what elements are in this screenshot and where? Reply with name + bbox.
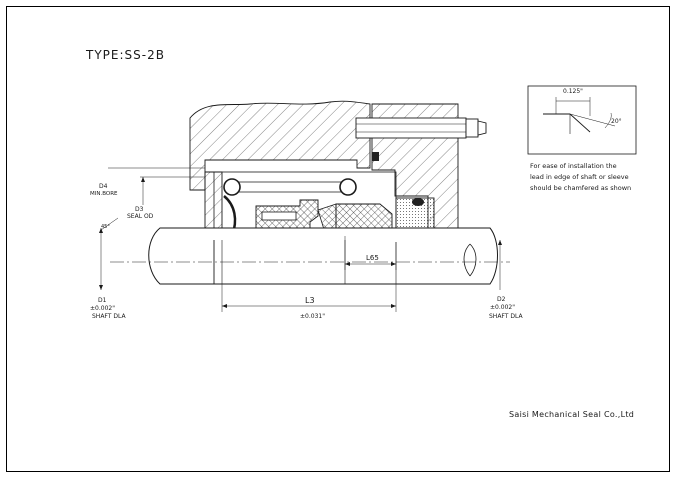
chamfer-note-line-3: should be chamfered as shown (530, 184, 632, 192)
shaft (148, 227, 498, 285)
d3-sub-label: SEAL OD (127, 213, 154, 220)
d2-tolerance: ±0.002" (490, 304, 515, 311)
housing-gasket (372, 152, 379, 161)
chamfer-note-line-1: For ease of installation the (530, 162, 617, 170)
angle-45-label: 45° (101, 224, 110, 230)
seal-face-insert (261, 211, 297, 221)
l3-tolerance: ±0.031" (300, 313, 325, 320)
l65-label: L65 (366, 254, 379, 262)
dimension-arrows (99, 177, 502, 308)
drawing-title: TYPE:SS-2B (86, 48, 165, 62)
dimension-lines (100, 167, 501, 312)
chamfer-angle: 20° (611, 118, 622, 125)
seat-o-ring (412, 198, 424, 206)
d4-label: D4 (99, 183, 108, 190)
chamfer-dim: 0.125" (563, 88, 583, 95)
l3-label: L3 (305, 296, 315, 305)
d1-sub-label: SHAFT DLA (92, 313, 126, 320)
chamfer-detail (527, 85, 637, 155)
spring (223, 178, 357, 196)
chamfer-note-line-2: lead in edge of shaft or sleeve (530, 173, 629, 181)
d3-label: D3 (135, 206, 144, 213)
d4-sub-label: MIN.BORE (90, 191, 118, 197)
gland-bolt (355, 117, 487, 139)
d1-tolerance: ±0.002" (90, 305, 115, 312)
company-name: Saisi Mechanical Seal Co.,Ltd (509, 410, 635, 419)
drawing-frame (6, 6, 670, 472)
d1-label: D1 (98, 297, 107, 304)
d2-sub-label: SHAFT DLA (489, 313, 523, 320)
d2-label: D2 (497, 296, 506, 303)
